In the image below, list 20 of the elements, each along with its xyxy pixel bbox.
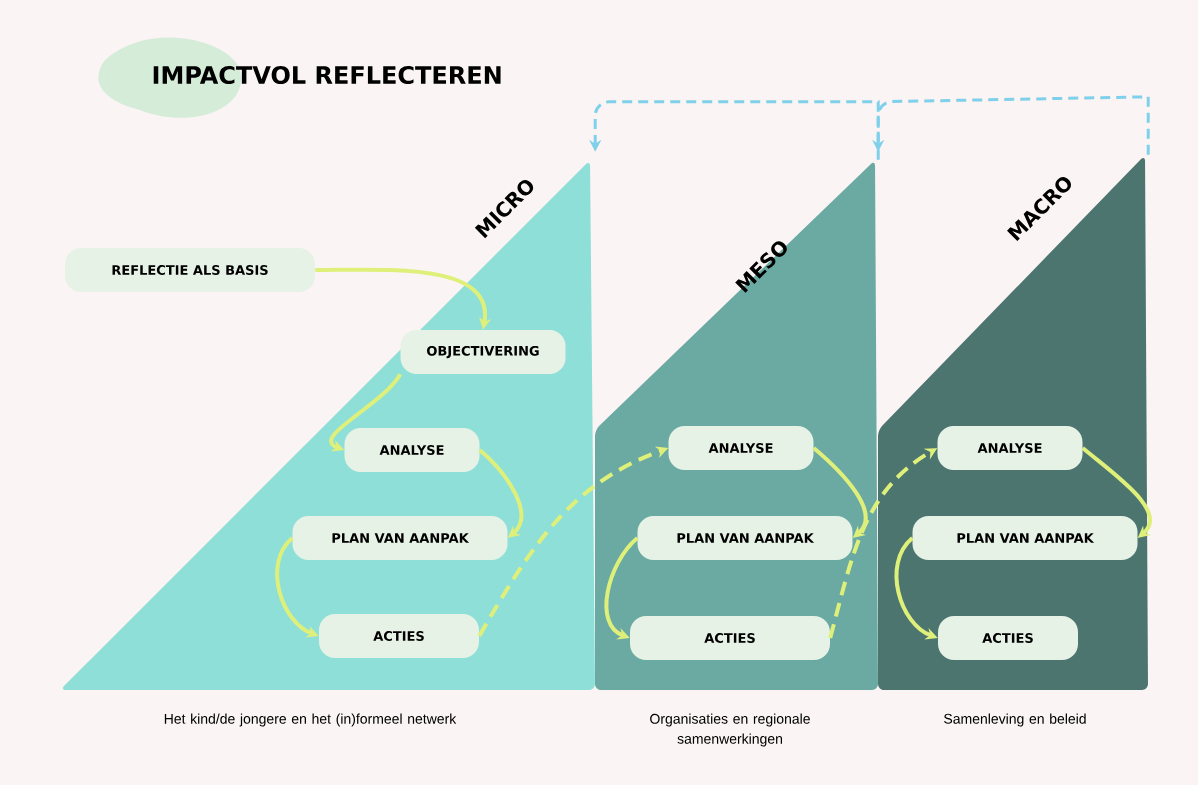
step-box: ACTIES [938,616,1078,660]
step-box: ACTIES [319,614,479,658]
arrow [604,536,639,640]
step-box: ANALYSE [344,428,480,472]
step-box: PLAN VAN AANPAK [292,516,508,560]
step-box: ANALYSE [668,426,814,470]
step-box: OBJECTIVERING [400,330,566,374]
node-label: Organisaties en regionale samenwerkingen [650,713,810,747]
node-label: Samenleving en beleid [944,713,1086,727]
arrow [812,446,868,538]
step-box: ACTIES [630,616,830,660]
step-box: ANALYSE [937,426,1083,470]
node-label: Het kind/de jongere en het (in)formeel netwerk [164,713,457,727]
arrow [1081,446,1152,538]
title: IMPACTVOL REFLECTEREN [98,37,501,118]
step-box: REFLECTIE ALS BASIS [65,248,315,292]
step-box: PLAN VAN AANPAK [912,516,1138,560]
arrow [329,373,402,452]
step-box: PLAN VAN AANPAK [637,516,853,560]
arrow [478,448,524,538]
